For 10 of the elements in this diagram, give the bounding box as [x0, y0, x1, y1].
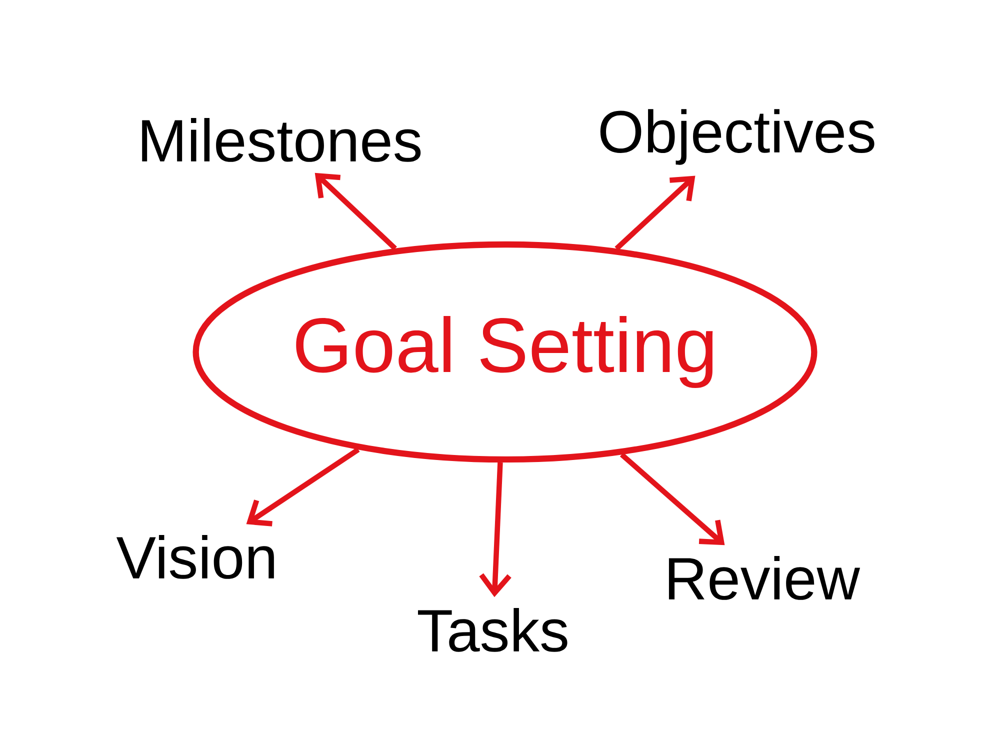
- topic-label: Review: [668, 556, 860, 600]
- topic-label: Milestones: [142, 118, 421, 162]
- topic-label: Vision: [116, 535, 274, 579]
- topic-label: Objectives: [600, 109, 874, 165]
- arrow: [620, 452, 725, 546]
- arrow: [479, 462, 512, 598]
- arrow: [246, 447, 360, 526]
- arrow: [614, 176, 696, 251]
- arrow: [314, 172, 397, 250]
- topic-label: Tasks: [418, 608, 568, 652]
